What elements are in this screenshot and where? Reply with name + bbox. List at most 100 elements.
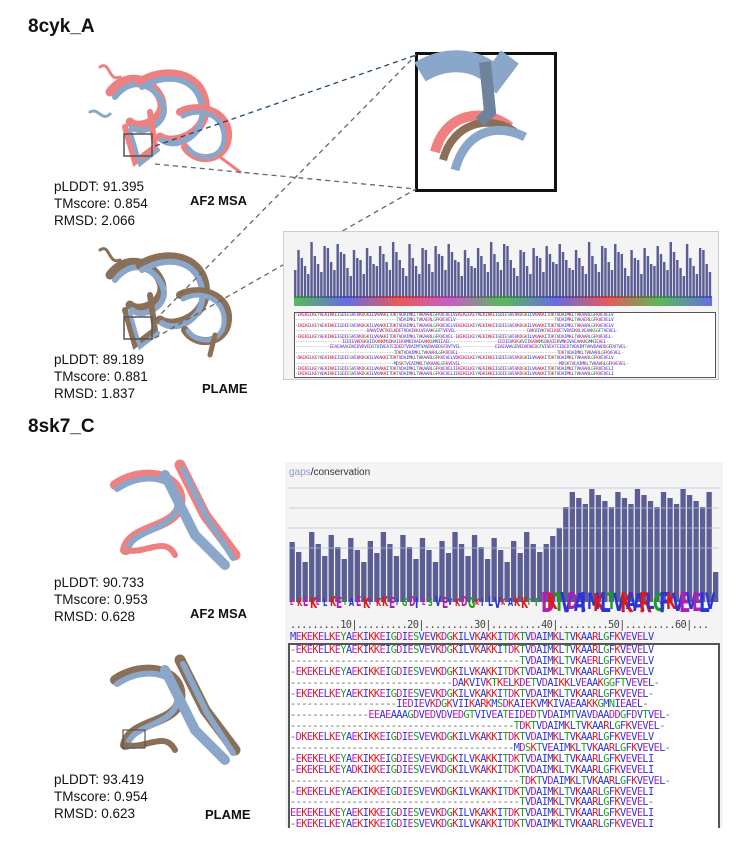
top-af2-plddt: pLDDT: 91.395 bbox=[54, 179, 145, 194]
logo-letter: T bbox=[606, 590, 616, 615]
alignment-row: -----------------------------DAKVIVKTKEL… bbox=[295, 329, 619, 335]
top-alignment-rows: -EKEKELKEYAEKIKKEIGDIESVEVKDGKILVKAKKITD… bbox=[294, 312, 716, 378]
conservation-bar bbox=[673, 504, 680, 602]
conservation-bar bbox=[600, 246, 604, 298]
conservation-bar bbox=[617, 252, 620, 298]
conservation-bar bbox=[445, 553, 452, 602]
alignment-row: -EKEKELKEYAEKIKKEIGDIESVEVKDGKILVKAKKITD… bbox=[290, 752, 654, 765]
conservation-bar bbox=[571, 270, 575, 298]
conservation-bar bbox=[705, 264, 708, 298]
conservation-bar bbox=[339, 252, 343, 298]
conservation-bar bbox=[614, 244, 617, 298]
top-af2-rmsd: RMSD: 2.066 bbox=[54, 213, 136, 228]
conservation-bar bbox=[604, 248, 607, 298]
conservation-bar bbox=[375, 266, 379, 298]
conservation-bar bbox=[491, 538, 497, 602]
conservation-bar bbox=[489, 242, 493, 298]
conservation-bar bbox=[480, 256, 483, 298]
top-plame-metrics: pLDDT: 89.189 TMscore: 0.881 RMSD: 1.837 bbox=[54, 351, 148, 402]
alignment-row: -EKEKELKEYAEKIKKEIGDIESVEVKDGKILVKAKKITD… bbox=[290, 644, 654, 656]
panel-top-title: 8cyk_A bbox=[28, 16, 95, 37]
gaps-conservation-header: gaps/conservation bbox=[289, 467, 370, 478]
conservation-bar bbox=[322, 556, 328, 602]
top-af2-tmscore: TMscore: 0.854 bbox=[54, 196, 148, 211]
conservation-bar bbox=[424, 250, 428, 298]
conservation-bar bbox=[610, 270, 614, 298]
conservation-bar bbox=[454, 260, 457, 298]
conservation-bar bbox=[584, 274, 588, 298]
alignment-row: ----------------------------------------… bbox=[295, 318, 614, 324]
conservation-bar bbox=[656, 246, 659, 298]
conservation-bar bbox=[574, 250, 578, 298]
conservation-bar bbox=[589, 489, 595, 602]
conservation-bar bbox=[437, 254, 441, 298]
conservation-bar bbox=[418, 274, 421, 298]
conservation-bar bbox=[706, 492, 712, 602]
conservation-bar bbox=[444, 270, 447, 298]
logo-letter: E bbox=[388, 594, 396, 612]
logo-letter: V bbox=[613, 588, 625, 617]
conservation-bar bbox=[467, 258, 470, 298]
logo-letter: K bbox=[474, 598, 479, 608]
logo-letter: K bbox=[520, 594, 528, 612]
conservation-bar bbox=[302, 562, 308, 602]
logo-letter: G bbox=[468, 594, 476, 612]
conservation-bar bbox=[623, 268, 627, 298]
alignment-row: -DKEKELKEYAEKIKKEIGDIESVEVKDGKILVKAKKITD… bbox=[290, 731, 654, 744]
conservation-bar bbox=[712, 572, 719, 602]
conservation-bar bbox=[695, 274, 699, 298]
conservation-bar bbox=[708, 272, 712, 298]
logo-letter: L bbox=[646, 590, 655, 615]
slash-label: / bbox=[310, 467, 314, 478]
conservation-bar bbox=[519, 250, 522, 298]
conservation-bar bbox=[499, 270, 503, 298]
conservation-bar bbox=[646, 256, 650, 298]
conservation-bar bbox=[447, 244, 450, 298]
logo-letter: E bbox=[303, 595, 309, 610]
logo-letter: D bbox=[408, 595, 416, 610]
conservation-bar bbox=[341, 559, 347, 602]
conservation-bar bbox=[297, 250, 300, 298]
conservation-bar bbox=[354, 550, 360, 602]
logo-letter: E bbox=[316, 598, 321, 608]
logo-letter: D bbox=[461, 595, 468, 610]
conservation-bar bbox=[607, 262, 610, 298]
panel-bottom-title: 8sk7_C bbox=[28, 416, 95, 437]
conservation-bar bbox=[348, 538, 354, 602]
conservation-bar bbox=[565, 260, 568, 298]
logo-letter: E bbox=[421, 598, 426, 608]
conservation-bar bbox=[532, 248, 535, 298]
logo-letter: E bbox=[441, 594, 448, 612]
logo-letter: V bbox=[560, 586, 574, 619]
conservation-bar bbox=[367, 541, 373, 602]
alignment-row: -EKEKELKEYAEKIKKEIGDIESVEVKDGKILVKAKKITD… bbox=[290, 665, 654, 678]
conservation-bar bbox=[465, 556, 471, 602]
conservation-bar bbox=[303, 266, 307, 298]
logo-letter: K bbox=[514, 595, 521, 610]
conservation-bar bbox=[542, 272, 545, 298]
logo-letter: Y bbox=[342, 598, 347, 608]
conservation-bar bbox=[398, 260, 401, 298]
logo-letter: I bbox=[481, 596, 484, 609]
conservation-bar bbox=[503, 244, 506, 298]
conservation-bar bbox=[483, 264, 486, 298]
conservation-bar bbox=[578, 258, 581, 298]
logo-letter: E bbox=[679, 586, 691, 619]
logo-letter: T bbox=[553, 588, 564, 617]
conservation-bar bbox=[561, 252, 565, 298]
conservation-bar bbox=[692, 266, 695, 298]
logo-letter: K bbox=[329, 595, 336, 610]
alignment-row: -EKEKELKEYAEKIKKEIGDIESVEVKDGKILVKAKKITD… bbox=[295, 334, 614, 340]
conservation-bar bbox=[473, 268, 477, 298]
conservation-bar bbox=[460, 276, 463, 298]
conservation-bar bbox=[440, 256, 444, 298]
conservation-bar bbox=[556, 528, 562, 602]
logo-letter: V bbox=[685, 590, 696, 615]
alignment-row: ----------------------------------------… bbox=[295, 361, 629, 367]
conservation-bar bbox=[587, 242, 591, 298]
conservation-bar bbox=[385, 262, 388, 298]
top-af2-metrics: pLDDT: 91.395 TMscore: 0.854 RMSD: 2.066 bbox=[54, 178, 148, 229]
bottom-af2-metrics: pLDDT: 90.733 TMscore: 0.953 RMSD: 0.628 bbox=[54, 574, 148, 625]
